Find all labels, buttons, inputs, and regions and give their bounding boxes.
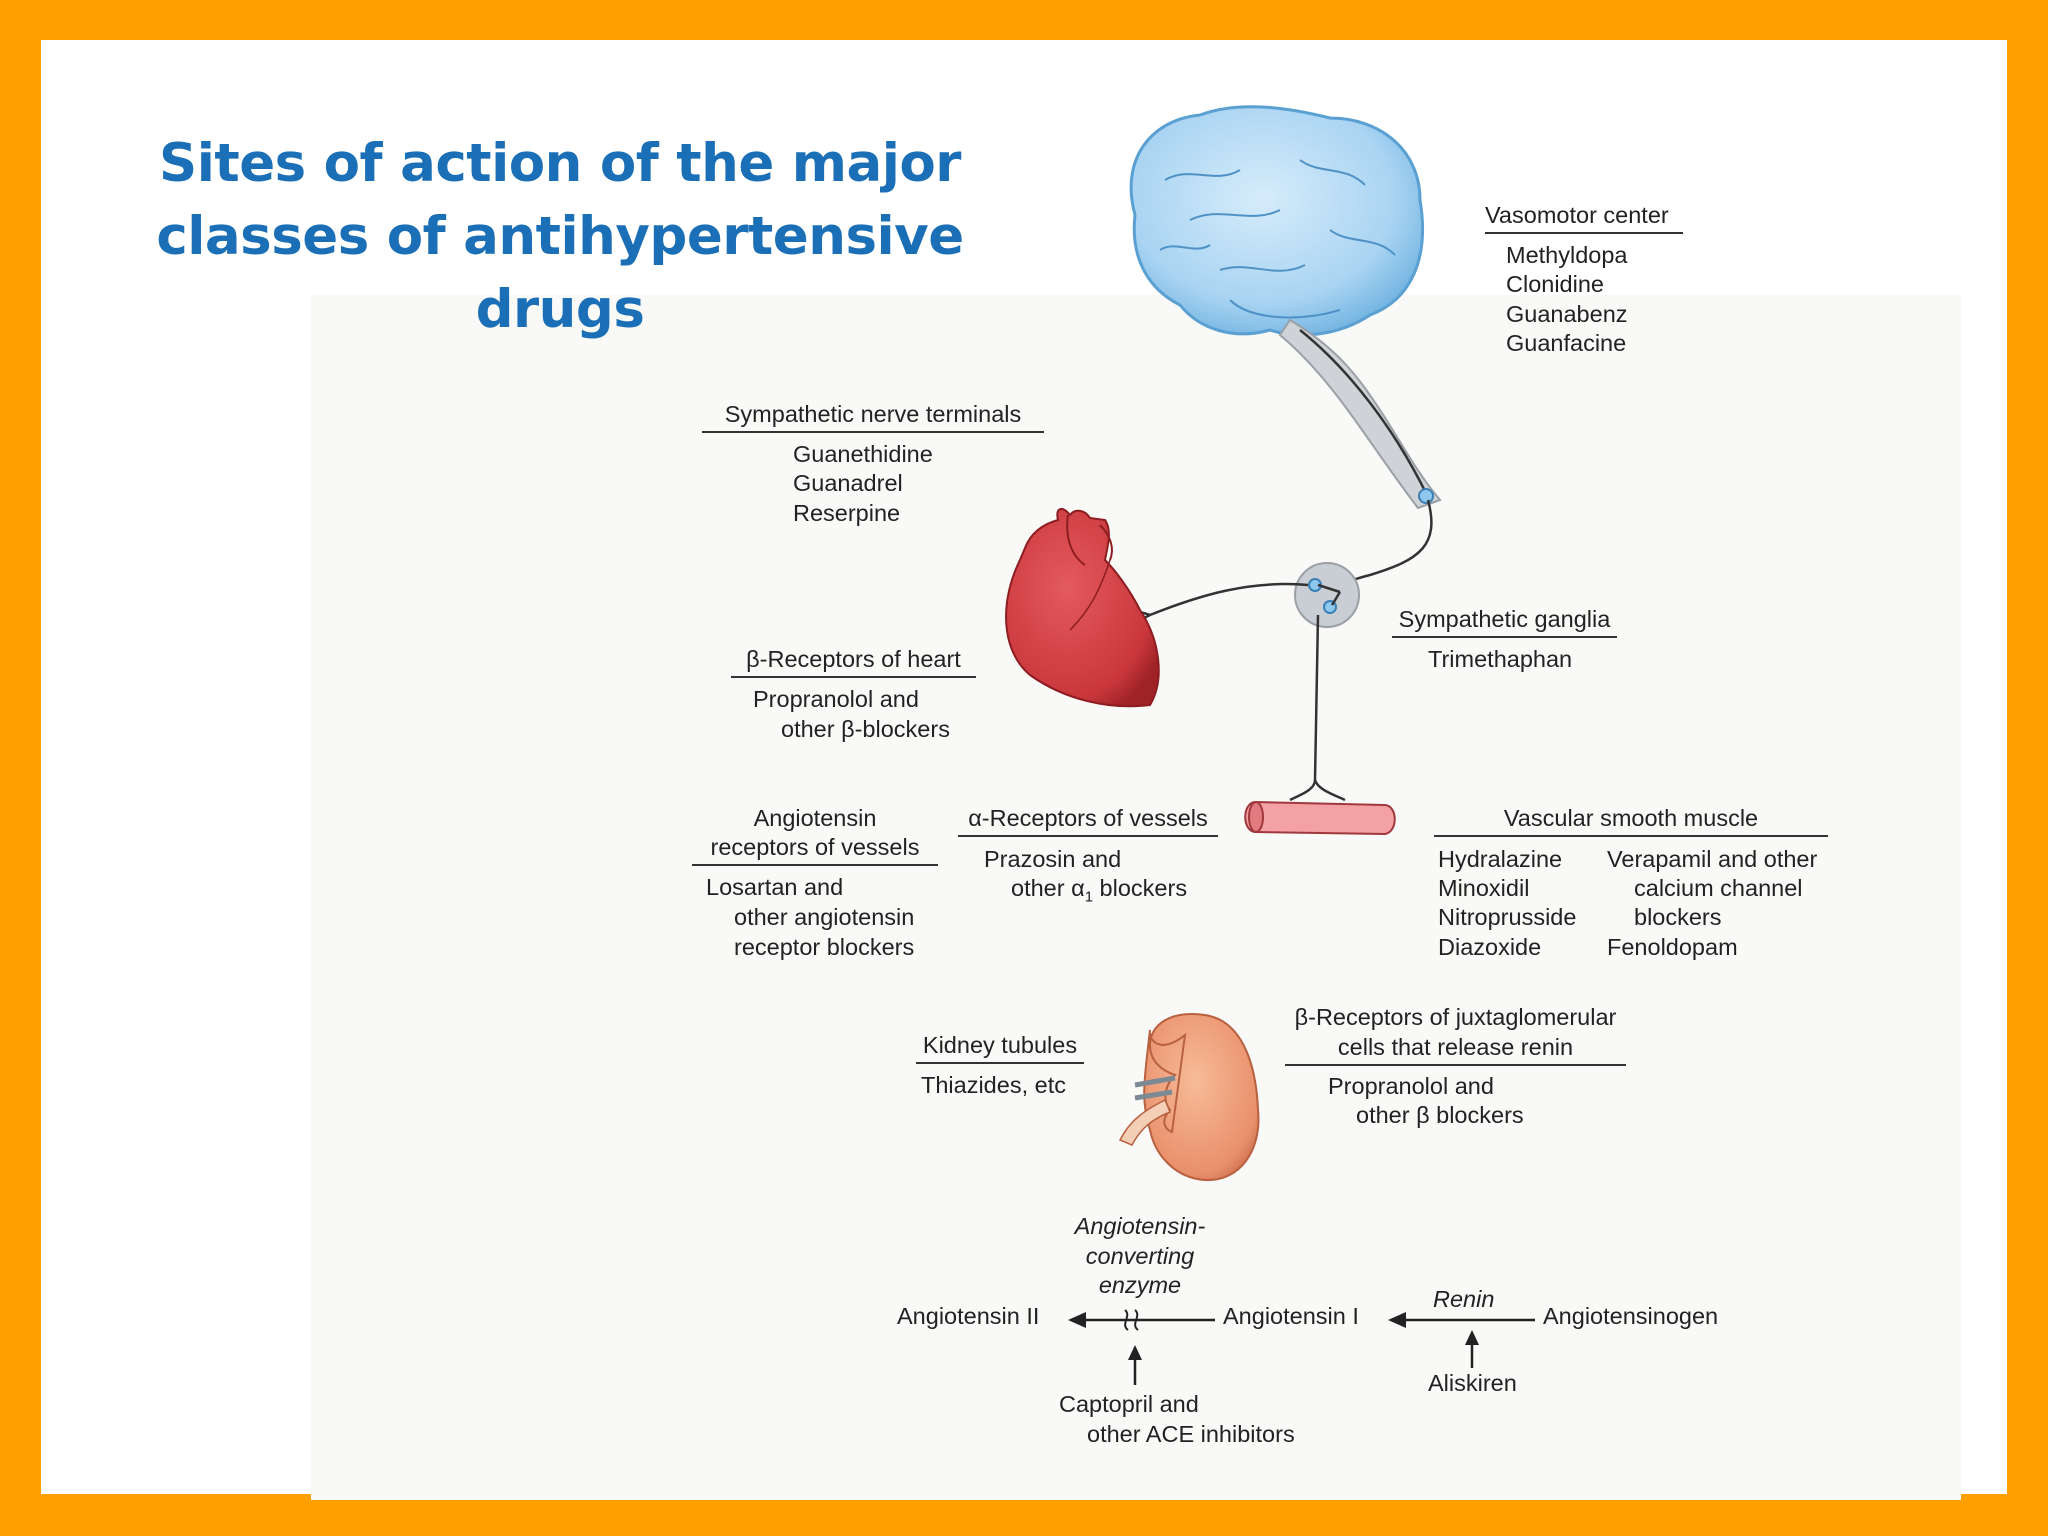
juxtaglomerular-drug-1: Propranolol and (1328, 1073, 1494, 1099)
ace-inhibitors-label-1: Captopril and (1059, 1391, 1199, 1417)
alpha-vessels-drug-1: Prazosin and (984, 846, 1122, 872)
angiotensin-receptors-drug-1: Losartan and (706, 874, 844, 900)
kidney-tubules-header: Kidney tubules (916, 1031, 1084, 1064)
nerve-terminals-drug-3: Reserpine (793, 500, 901, 526)
ace-inhibitors-label-2: other ACE inhibitors (1087, 1421, 1295, 1447)
ace-label-1: Angiotensin- (1074, 1213, 1206, 1239)
angiotensin-receptors-drug-3: receptor blockers (734, 934, 915, 960)
vascular-muscle-col1-3: Nitroprusside (1438, 904, 1577, 930)
vasomotor-drug-1: Methyldopa (1506, 242, 1628, 268)
kidney-illustration (1118, 1013, 1260, 1182)
vasomotor-drug-3: Guanabenz (1506, 301, 1628, 327)
alpha-vessels-drug-2: other α1 blockers (1011, 875, 1188, 906)
ace-label-2: converting (1085, 1243, 1195, 1269)
ganglia-header: Sympathetic ganglia (1392, 605, 1617, 638)
beta-heart-header: β-Receptors of heart (731, 645, 976, 678)
vascular-muscle-col2-1: Verapamil and other (1607, 846, 1818, 872)
juxtaglomerular-header-1: β-Receptors of juxtaglomerular (1294, 1004, 1617, 1030)
vessel-illustration (1244, 800, 1396, 836)
beta-heart-drug-2: other β-blockers (781, 716, 950, 742)
angiotensinogen-label: Angiotensinogen (1543, 1303, 1719, 1329)
kidney-tubules-drug-1: Thiazides, etc (921, 1072, 1066, 1098)
raas-arrows (1068, 1309, 1535, 1385)
angiotensin-receptors-header-1: Angiotensin (753, 805, 877, 831)
figure-panel (311, 295, 1961, 1500)
vascular-muscle-col1-2: Minoxidil (1438, 875, 1530, 901)
heart-illustration (1005, 508, 1160, 708)
vascular-muscle-col1-4: Diazoxide (1438, 934, 1542, 960)
vasomotor-drug-2: Clonidine (1506, 271, 1604, 297)
spinal-cord (1278, 318, 1442, 510)
beta-heart-drug-1: Propranolol and (753, 686, 919, 712)
juxtaglomerular-drug-2: other β blockers (1356, 1102, 1524, 1128)
angiotensin-receptors-header-2: receptors of vessels (692, 833, 938, 866)
slide-title: Sites of action of the major classes of … (80, 127, 1040, 346)
ace-label-3: enzyme (1098, 1272, 1182, 1298)
renin-label: Renin (1433, 1286, 1495, 1312)
slide (41, 40, 2007, 1500)
ganglion-illustration (1294, 562, 1360, 628)
angiotensin-ii-label: Angiotensin II (897, 1303, 1040, 1329)
nerve-terminals-drug-2: Guanadrel (793, 470, 903, 496)
alpha-vessels-header: α-Receptors of vessels (958, 804, 1218, 837)
brain-illustration (1129, 105, 1425, 337)
vascular-muscle-col2-3: blockers (1634, 904, 1722, 930)
vascular-muscle-header: Vascular smooth muscle (1434, 804, 1828, 837)
title-line-2: classes of antihypertensive drugs (156, 206, 964, 340)
title-line-1: Sites of action of the major (159, 133, 961, 194)
vascular-muscle-col2-2: calcium channel (1634, 875, 1803, 901)
nerve-terminals-header: Sympathetic nerve terminals (702, 400, 1044, 433)
nerve-terminals-drug-1: Guanethidine (793, 441, 933, 467)
aliskiren-label: Aliskiren (1428, 1370, 1517, 1396)
vasomotor-drug-4: Guanfacine (1506, 330, 1627, 356)
juxtaglomerular-header-2: cells that release renin (1285, 1033, 1626, 1066)
angiotensin-i-label: Angiotensin I (1223, 1303, 1359, 1329)
vasomotor-header: Vasomotor center (1485, 201, 1683, 234)
angiotensin-receptors-drug-2: other angiotensin (734, 904, 915, 930)
vascular-muscle-col1-1: Hydralazine (1438, 846, 1563, 872)
ganglia-drug-1: Trimethaphan (1428, 646, 1573, 672)
vascular-muscle-col2-4: Fenoldopam (1607, 934, 1738, 960)
